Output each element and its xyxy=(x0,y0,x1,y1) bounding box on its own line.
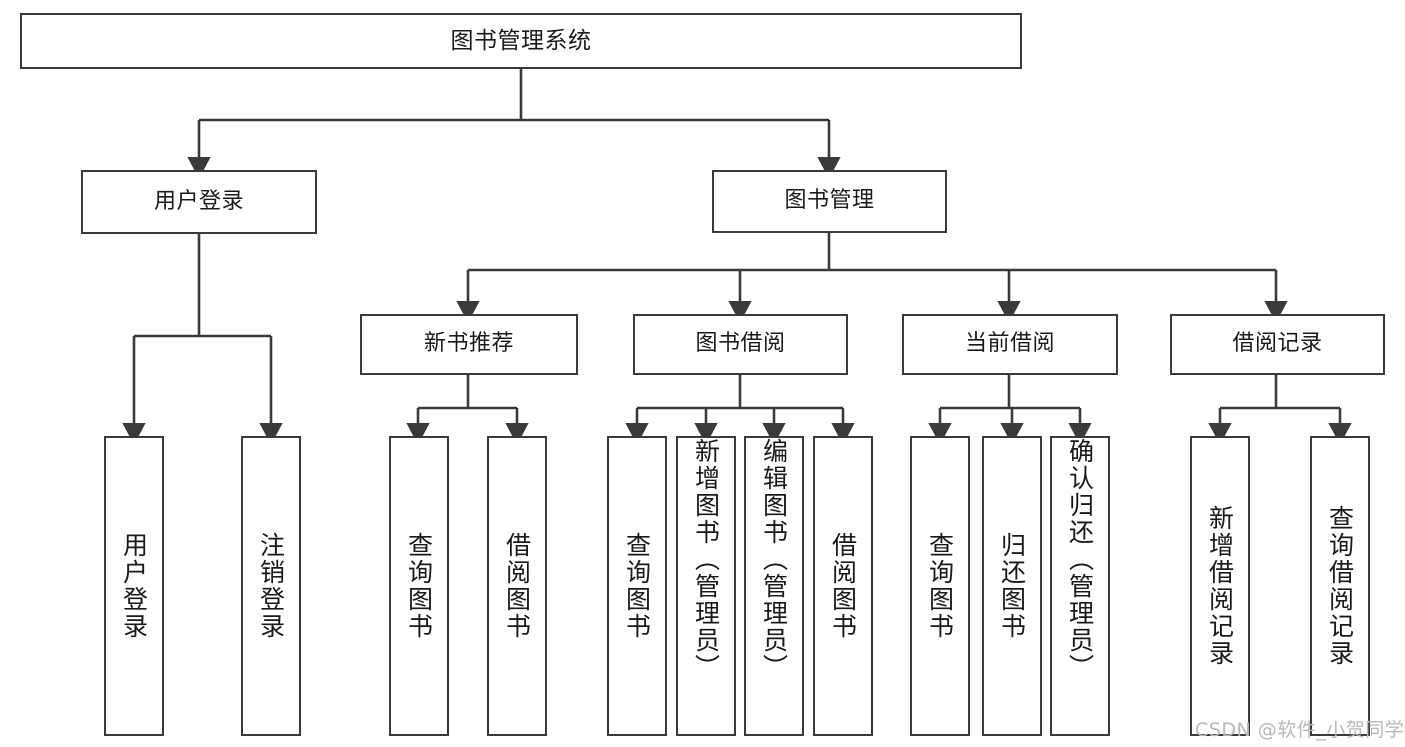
node-label: 图书借阅 xyxy=(695,331,786,357)
node-label: 当前借阅 xyxy=(964,331,1055,357)
node-label: 新增图书（管理员） xyxy=(691,438,721,681)
node-label: 新增借阅记录 xyxy=(1205,505,1235,667)
node-label: 借阅图书 xyxy=(828,532,858,640)
node-label: 借阅记录 xyxy=(1232,331,1323,357)
leaf-edit-book-admin[interactable]: 编辑图书（管理员） xyxy=(744,436,804,736)
node-label: 用户登录 xyxy=(119,532,149,640)
node-book-borrow[interactable]: 图书借阅 xyxy=(633,314,848,375)
node-label: 查询图书 xyxy=(622,532,652,640)
leaf-user-logout[interactable]: 注销登录 xyxy=(241,436,301,736)
node-user-login[interactable]: 用户登录 xyxy=(81,170,317,234)
node-root-system[interactable]: 图书管理系统 xyxy=(20,13,1022,69)
node-label: 查询借阅记录 xyxy=(1325,505,1355,667)
node-current-borrow[interactable]: 当前借阅 xyxy=(902,314,1118,375)
leaf-borrow-book-recommend[interactable]: 借阅图书 xyxy=(487,436,547,736)
watermark: CSDN @软件_小贺同学 xyxy=(1195,719,1405,741)
leaf-return-book[interactable]: 归还图书 xyxy=(982,436,1042,736)
leaf-query-book-current[interactable]: 查询图书 xyxy=(910,436,970,736)
leaf-confirm-return-admin[interactable]: 确认归还（管理员） xyxy=(1050,436,1110,736)
leaf-add-borrow-record[interactable]: 新增借阅记录 xyxy=(1190,436,1250,736)
leaf-user-login[interactable]: 用户登录 xyxy=(104,436,164,736)
node-label: 查询图书 xyxy=(925,532,955,640)
leaf-borrow-book[interactable]: 借阅图书 xyxy=(813,436,873,736)
node-label: 新书推荐 xyxy=(423,331,514,357)
node-label: 确认归还（管理员） xyxy=(1065,438,1095,681)
leaf-query-book-recommend[interactable]: 查询图书 xyxy=(389,436,449,736)
node-label: 图书管理系统 xyxy=(450,27,592,54)
node-label: 编辑图书（管理员） xyxy=(759,438,789,681)
node-label: 归还图书 xyxy=(997,532,1027,640)
node-label: 用户登录 xyxy=(153,188,244,214)
leaf-query-book-borrow[interactable]: 查询图书 xyxy=(607,436,667,736)
node-label: 图书管理 xyxy=(784,188,875,214)
node-book-management[interactable]: 图书管理 xyxy=(712,170,947,233)
node-label: 查询图书 xyxy=(404,532,434,640)
leaf-query-borrow-record[interactable]: 查询借阅记录 xyxy=(1310,436,1370,736)
leaf-add-book-admin[interactable]: 新增图书（管理员） xyxy=(676,436,736,736)
node-new-book-recommend[interactable]: 新书推荐 xyxy=(360,314,578,375)
node-label: 注销登录 xyxy=(256,532,286,640)
node-label: 借阅图书 xyxy=(502,532,532,640)
node-borrow-record[interactable]: 借阅记录 xyxy=(1170,314,1385,375)
